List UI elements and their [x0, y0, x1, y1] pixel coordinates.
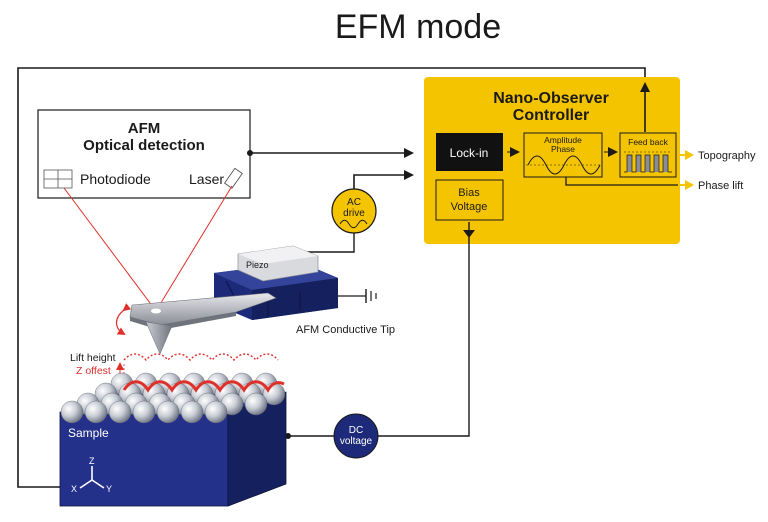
topography-output: Topography [678, 150, 756, 162]
cantilever [129, 292, 277, 355]
lockin-block [436, 133, 503, 171]
sample-sphere [84, 400, 108, 424]
afm-tip [145, 321, 173, 355]
page-title: EFM mode [335, 8, 501, 46]
laser-beam-out [63, 187, 157, 312]
controller-title-2: Controller [513, 107, 589, 124]
phase-lift-label: Phase lift [698, 180, 743, 192]
axis-z-label: Z [89, 456, 95, 466]
photodiode-label: Photodiode [80, 171, 151, 187]
axis-y-label: Y [106, 484, 112, 494]
laser-beam-in [155, 185, 233, 312]
surface-contour [122, 380, 285, 393]
dc-voltage-circle: DC voltage [333, 413, 379, 459]
sample-sphere [244, 392, 268, 416]
amp-phase-label-2: Phase [551, 144, 575, 154]
sample-sphere [204, 400, 228, 424]
photodiode-icon [43, 169, 73, 189]
afm-optical-box: AFM Optical detection Photodiode Laser [37, 109, 251, 199]
amp-phase-label-1: Amplitude [544, 135, 582, 145]
axis-x-label: X [71, 484, 77, 494]
ac-label-2: drive [343, 208, 365, 219]
sample-sphere [156, 400, 180, 424]
topography-label: Topography [698, 150, 756, 162]
phase-lift-output: Phase lift [678, 180, 743, 192]
tip-label: AFM Conductive Tip [296, 324, 395, 336]
controller-title-1: Nano-Observer [493, 90, 609, 107]
ac-label-1: AC [347, 197, 361, 208]
feedback-signal-icon [624, 154, 672, 173]
laser-label: Laser [189, 171, 224, 187]
sample-label: Sample [68, 426, 109, 440]
ac-drive-circle: AC drive [331, 188, 377, 234]
sample-sphere [132, 400, 156, 424]
z-offset-label: Z offest [76, 365, 111, 377]
amplitude-phase-block: Amplitude Phase [523, 132, 603, 178]
sample-sphere [60, 400, 84, 424]
oscillation-arrow-icon [115, 303, 132, 336]
sample-sphere [108, 400, 132, 424]
feedback-block: Feed back [619, 132, 677, 178]
xyz-axes-icon: Z X Y [71, 456, 112, 494]
nano-observer-controller: Nano-Observer Controller Lock-in Amplitu… [424, 77, 680, 244]
feedback-label: Feed back [628, 137, 668, 147]
laser-icon [223, 167, 243, 189]
lift-height-label: Lift height [70, 352, 116, 364]
lockin-label: Lock-in [450, 146, 489, 160]
dc-label-1: DC [349, 425, 363, 436]
sample-sphere [180, 400, 204, 424]
piezo-label: Piezo [246, 260, 269, 270]
bias-label-2: Voltage [451, 201, 488, 213]
ac-wave-icon [339, 219, 368, 229]
outer-loop-line [17, 67, 646, 488]
bias-label-1: Bias [458, 187, 480, 199]
afm-box-title-1: AFM [128, 120, 161, 137]
dc-label-2: voltage [340, 436, 373, 447]
lift-trajectory [123, 353, 279, 362]
afm-box-title-2: Optical detection [83, 137, 205, 154]
bias-voltage-block [435, 179, 504, 221]
